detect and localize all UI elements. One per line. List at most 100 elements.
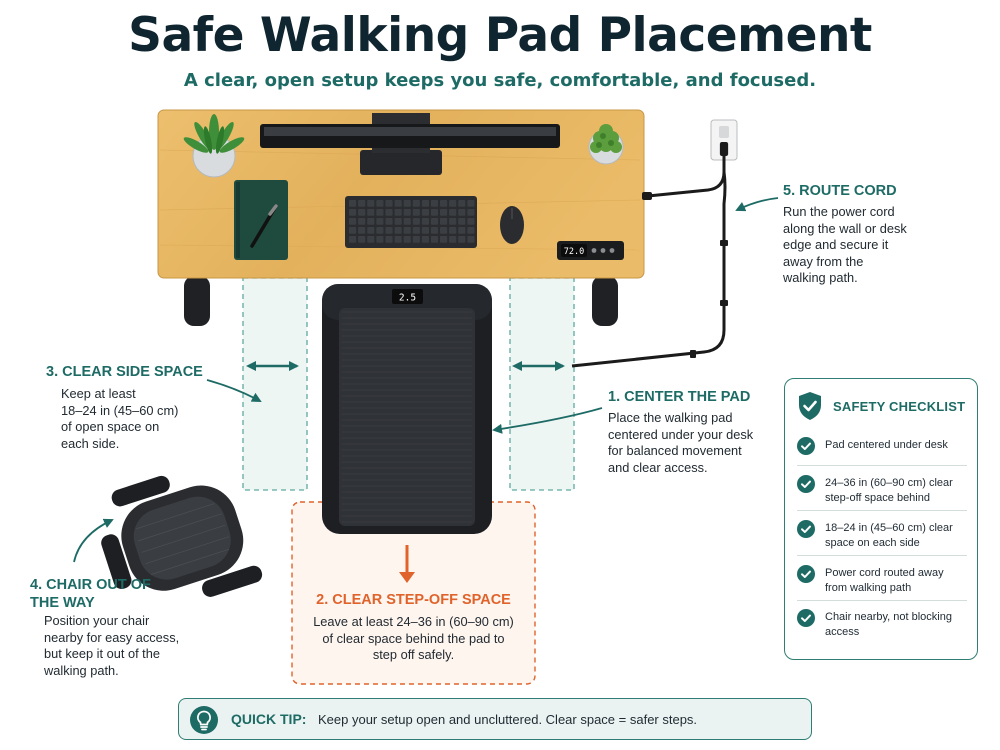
- monitor-icon: [260, 113, 560, 175]
- chair-pointer-arrow: [73, 518, 114, 563]
- keyboard-key: [394, 209, 402, 216]
- check-circle-icon: [797, 520, 815, 538]
- keyboard-key: [376, 236, 384, 243]
- quick-tip-text: Keep your setup open and uncluttered. Cl…: [318, 712, 698, 727]
- desk-leg-left: [184, 276, 210, 326]
- keyboard-key: [440, 218, 448, 225]
- keyboard-key: [440, 236, 448, 243]
- keyboard-key: [349, 227, 357, 234]
- keyboard-key: [367, 209, 375, 216]
- keyboard-key: [349, 200, 357, 207]
- notebook-icon: [234, 180, 288, 260]
- center-pad-heading: 1. CENTER THE PAD: [608, 389, 751, 405]
- pen-icon: [250, 204, 278, 248]
- keyboard-key: [349, 218, 357, 225]
- keyboard-key: [458, 236, 466, 243]
- keyboard-key: [403, 236, 411, 243]
- keyboard-key: [467, 209, 475, 216]
- walking-pad: 2.5: [322, 284, 492, 534]
- keyboard-key: [467, 227, 475, 234]
- keyboard-key: [458, 218, 466, 225]
- checklist-divider: [797, 555, 967, 556]
- keyboard-key: [421, 227, 429, 234]
- plant-icon: [183, 114, 245, 178]
- route-cord-text: Run the power cord along the wall or des…: [783, 204, 907, 286]
- keyboard-key: [358, 209, 366, 216]
- page-subtitle: A clear, open setup keeps you safe, comf…: [183, 70, 817, 91]
- checklist-title: SAFETY CHECKLIST: [833, 399, 966, 414]
- side-space-text: Keep at least 18–24 in (45–60 cm) of ope…: [61, 386, 179, 451]
- keyboard-key: [394, 218, 402, 225]
- check-circle-icon: [797, 565, 815, 583]
- chair-heading: 4. CHAIR OUT OF THE WAY: [30, 577, 151, 611]
- keyboard-key: [358, 236, 366, 243]
- chair-text: Position your chair nearby for easy acce…: [44, 613, 180, 678]
- keyboard-key: [358, 218, 366, 225]
- keyboard-key: [421, 218, 429, 225]
- keyboard-key: [367, 236, 375, 243]
- shield-check-icon: [799, 392, 821, 420]
- keyboard-key: [449, 227, 457, 234]
- check-circle-icon: [797, 475, 815, 493]
- keyboard-key: [458, 209, 466, 216]
- route-cord-pointer-arrow: [735, 197, 779, 212]
- step-off-arrowhead: [399, 572, 415, 583]
- keyboard-key: [412, 209, 420, 216]
- wall-outlet-icon: [710, 119, 738, 161]
- checklist-divider: [797, 510, 967, 511]
- check-circle-icon: [797, 437, 815, 455]
- keyboard-key: [403, 227, 411, 234]
- keyboard-key: [385, 218, 393, 225]
- keyboard-key: [376, 218, 384, 225]
- keyboard-key: [403, 209, 411, 216]
- pad-speed-readout: 2.5: [399, 293, 416, 304]
- lightbulb-icon: [190, 706, 218, 734]
- keyboard-key: [458, 227, 466, 234]
- right-side-clear-zone: [509, 277, 575, 491]
- page-title: Safe Walking Pad Placement: [128, 8, 872, 63]
- keyboard-key: [458, 200, 466, 207]
- keyboard-key: [349, 209, 357, 216]
- keyboard-key: [385, 227, 393, 234]
- keyboard-key: [412, 218, 420, 225]
- route-cord-heading: 5. ROUTE CORD: [783, 183, 897, 199]
- keyboard-key: [403, 200, 411, 207]
- keyboard-key: [430, 227, 439, 234]
- keyboard-key: [358, 200, 366, 207]
- keyboard-key: [376, 209, 384, 216]
- keyboard-key: [430, 200, 439, 207]
- keyboard-key: [412, 236, 420, 243]
- keyboard-key: [467, 236, 475, 243]
- check-circle-icon: [797, 609, 815, 627]
- office-chair-icon: [101, 475, 263, 597]
- keyboard-key: [376, 200, 384, 207]
- keyboard-key: [385, 209, 393, 216]
- safety-checklist-panel: SAFETY CHECKLIST Pad centered under desk…: [784, 378, 978, 660]
- keyboard-key: [440, 209, 448, 216]
- center-pad-text: Place the walking pad centered under you…: [608, 410, 754, 475]
- step-off-heading: 2. CLEAR STEP-OFF SPACE: [316, 592, 511, 608]
- keyboard-key: [430, 209, 439, 216]
- keyboard-key: [449, 236, 457, 243]
- keyboard-key: [467, 218, 475, 225]
- keyboard-key: [421, 209, 429, 216]
- keyboard-key: [385, 236, 393, 243]
- keyboard-key: [449, 209, 457, 216]
- keyboard-key: [394, 236, 402, 243]
- keyboard-key: [358, 227, 366, 234]
- keyboard-key: [421, 236, 429, 243]
- keyboard-icon: [345, 196, 477, 248]
- step-off-text: Leave at least 24–36 in (60–90 cm) of cl…: [313, 614, 514, 663]
- mouse-icon: [500, 206, 524, 244]
- keyboard-key: [376, 227, 384, 234]
- keyboard-key: [412, 200, 420, 207]
- keyboard-key: [467, 200, 475, 207]
- desk-height-readout: 72.0: [564, 247, 584, 257]
- keyboard-key: [440, 200, 448, 207]
- plant-icon: [588, 124, 624, 165]
- keyboard-key: [367, 218, 375, 225]
- power-cord: [571, 156, 727, 368]
- quick-tip-label: QUICK TIP:: [231, 711, 307, 727]
- center-pad-pointer-arrow: [492, 407, 603, 434]
